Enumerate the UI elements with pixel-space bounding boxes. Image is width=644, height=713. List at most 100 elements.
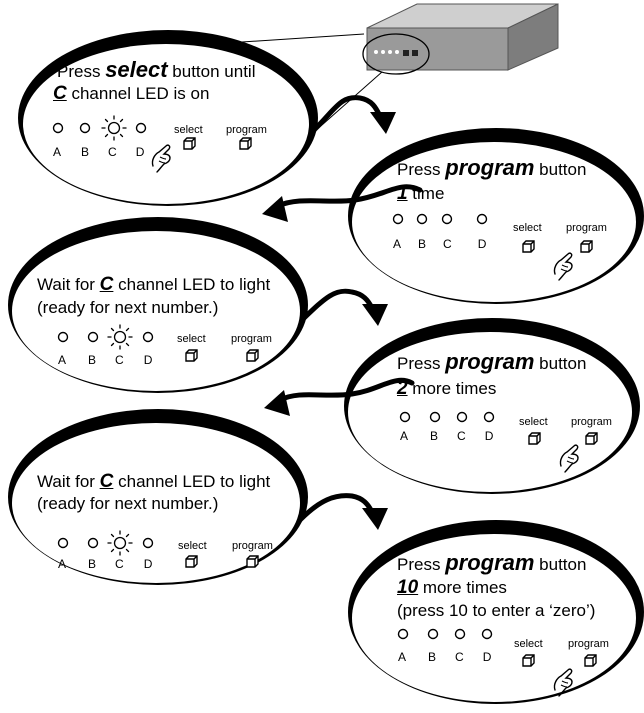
step-5-line-1: Wait for C channel LED to light	[37, 472, 270, 492]
led-b	[87, 331, 99, 343]
step-text: more times	[418, 578, 507, 597]
led-label-d: D	[482, 650, 492, 664]
led-a	[57, 537, 69, 549]
step-3-line-1: Wait for C channel LED to light	[37, 275, 270, 295]
led-d	[142, 537, 154, 549]
led-c-lit	[107, 324, 133, 350]
led-d	[476, 213, 488, 225]
arrow-4-to-5	[277, 377, 415, 403]
bubble-5	[8, 409, 308, 585]
led-panel-6	[397, 628, 597, 697]
program-label-1: program	[226, 124, 267, 136]
program-label-6: program	[568, 638, 609, 650]
step-bold-word: program	[445, 155, 535, 180]
step-bold-word: program	[445, 349, 535, 374]
led-label-c: C	[455, 650, 464, 664]
led-a	[52, 122, 64, 134]
led-c-lit	[101, 115, 127, 141]
step-2-line-2: 1 time	[397, 184, 444, 204]
led-label-a: A	[393, 237, 402, 251]
step-text: button	[534, 354, 587, 373]
step-key: C	[99, 471, 114, 492]
arrowhead-4	[264, 390, 290, 416]
led-c	[456, 411, 468, 423]
select-button	[183, 137, 196, 150]
led-label-b: B	[88, 557, 97, 571]
program-button	[239, 137, 252, 150]
step-4-line-2: 2 more times	[397, 379, 496, 399]
step-key: 1	[397, 183, 408, 204]
led-b	[427, 628, 439, 640]
select-button	[185, 555, 198, 568]
select-label-6: select	[514, 638, 543, 650]
led-label-d: D	[135, 145, 145, 159]
led-label-c: C	[457, 429, 466, 443]
led-label-c: C	[108, 145, 117, 159]
step-1-line-2: C channel LED is on	[53, 84, 209, 104]
led-a	[57, 331, 69, 343]
step-key: 10	[397, 577, 419, 598]
program-button	[580, 240, 593, 253]
arrowhead-5	[362, 508, 388, 530]
step-text: button until	[167, 62, 256, 81]
select-label-1: select	[174, 124, 203, 136]
led-label-c: C	[115, 353, 124, 367]
program-label-4: program	[571, 416, 612, 428]
led-panel-3	[57, 324, 259, 362]
program-button	[584, 654, 597, 667]
led-labels-2: A B C D	[393, 238, 486, 250]
step-bold-word: select	[105, 57, 168, 82]
led-c-lit	[107, 530, 133, 556]
step-text: Press	[397, 354, 446, 373]
led-label-b: B	[418, 237, 427, 251]
led-label-a: A	[398, 650, 407, 664]
select-button	[528, 432, 541, 445]
select-label-4: select	[519, 416, 548, 428]
arrow-1-to-2	[309, 95, 383, 135]
step-key: 2	[397, 378, 408, 399]
led-d	[483, 411, 495, 423]
step-text: Press	[57, 62, 106, 81]
bubble-3	[8, 217, 308, 393]
step-text: channel LED to light	[113, 275, 271, 294]
led-label-b: B	[430, 429, 439, 443]
program-button	[585, 432, 598, 445]
step-text: Press	[397, 160, 446, 179]
program-label-3: program	[231, 333, 272, 345]
step-3-line-2: (ready for next number.)	[37, 298, 218, 318]
step-1-line-1: Press select button until	[57, 57, 256, 82]
led-label-d: D	[484, 429, 494, 443]
led-label-c: C	[443, 237, 452, 251]
step-key: C	[99, 274, 114, 295]
arrowhead-3	[362, 304, 388, 326]
led-label-c: C	[115, 557, 124, 571]
step-text: Wait for	[37, 472, 100, 491]
led-label-d: D	[477, 237, 487, 251]
step-6-line-2: 10 more times	[397, 578, 507, 598]
led-c	[454, 628, 466, 640]
bubble-6	[348, 520, 644, 704]
step-bold-word: program	[445, 550, 535, 575]
step-text: (ready for next number.)	[37, 494, 219, 513]
select-label-2: select	[513, 222, 542, 234]
led-panel-4	[399, 411, 598, 473]
bubble-4	[344, 318, 640, 494]
select-button	[522, 654, 535, 667]
led-label-d: D	[143, 557, 153, 571]
step-text: button	[534, 555, 587, 574]
step-2-line-1: Press program button	[397, 155, 586, 180]
select-label-3: select	[177, 333, 206, 345]
led-b	[79, 122, 91, 134]
led-label-b: B	[81, 145, 90, 159]
bubble-1	[18, 30, 318, 206]
step-key: C	[53, 83, 67, 104]
step-5-line-2: (ready for next number.)	[37, 494, 218, 514]
led-d	[135, 122, 147, 134]
select-button	[185, 349, 198, 362]
step-text: (press 10 to enter a ‘zero’)	[397, 601, 596, 620]
arrow-3-to-4	[299, 288, 375, 323]
led-panel-5	[57, 530, 259, 568]
